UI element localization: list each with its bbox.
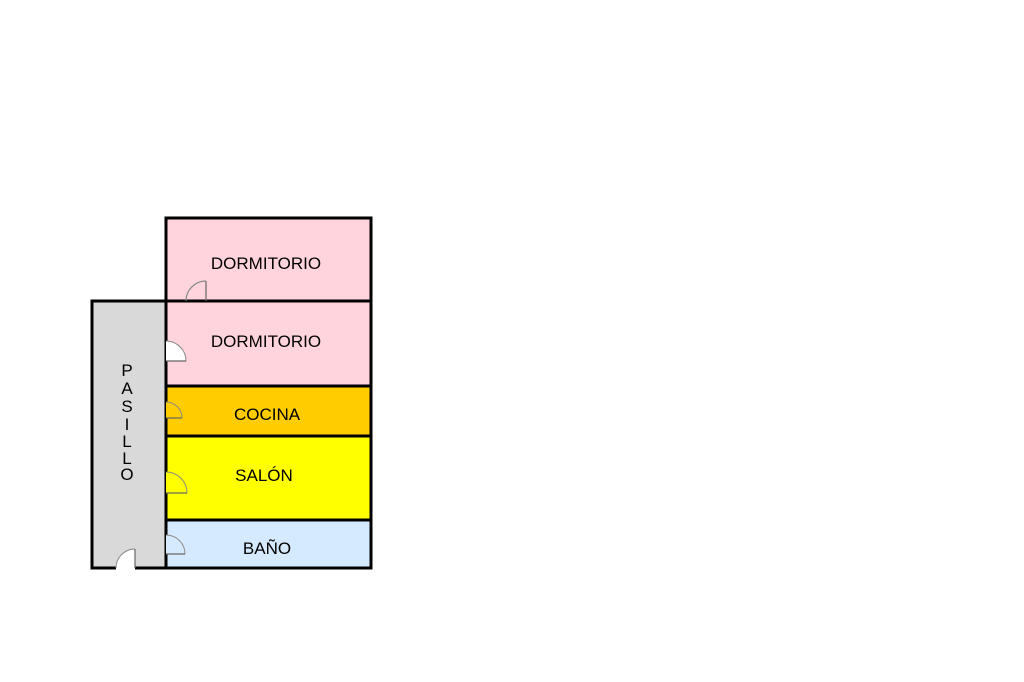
- door-entrance: [115, 548, 136, 570]
- door-salon: [165, 471, 188, 494]
- door-dormitorio-1: [185, 280, 207, 302]
- door-dormitorio-2: [165, 340, 187, 362]
- pasillo-letter: I: [125, 415, 130, 434]
- pasillo-letter: S: [121, 397, 132, 416]
- pasillo-letter: L: [122, 432, 131, 451]
- pasillo-letter: A: [121, 379, 133, 398]
- pasillo-letter: P: [121, 361, 132, 380]
- door-bano: [165, 534, 186, 555]
- pasillo-letter: L: [122, 449, 131, 468]
- cocina-label: COCINA: [234, 405, 301, 424]
- pasillo-room: [90, 299, 168, 570]
- dormitorio-2-label: DORMITORIO: [211, 332, 321, 351]
- salon-label: SALÓN: [235, 466, 293, 485]
- cocina-room: [164, 384, 373, 438]
- dormitorio-1-label: DORMITORIO: [211, 254, 321, 273]
- pasillo-label: P A S I L L O: [120, 361, 133, 484]
- pasillo-letter: O: [120, 465, 133, 484]
- dormitorio-1-room: [164, 216, 373, 303]
- door-cocina: [165, 401, 183, 419]
- bano-label: BAÑO: [243, 539, 291, 558]
